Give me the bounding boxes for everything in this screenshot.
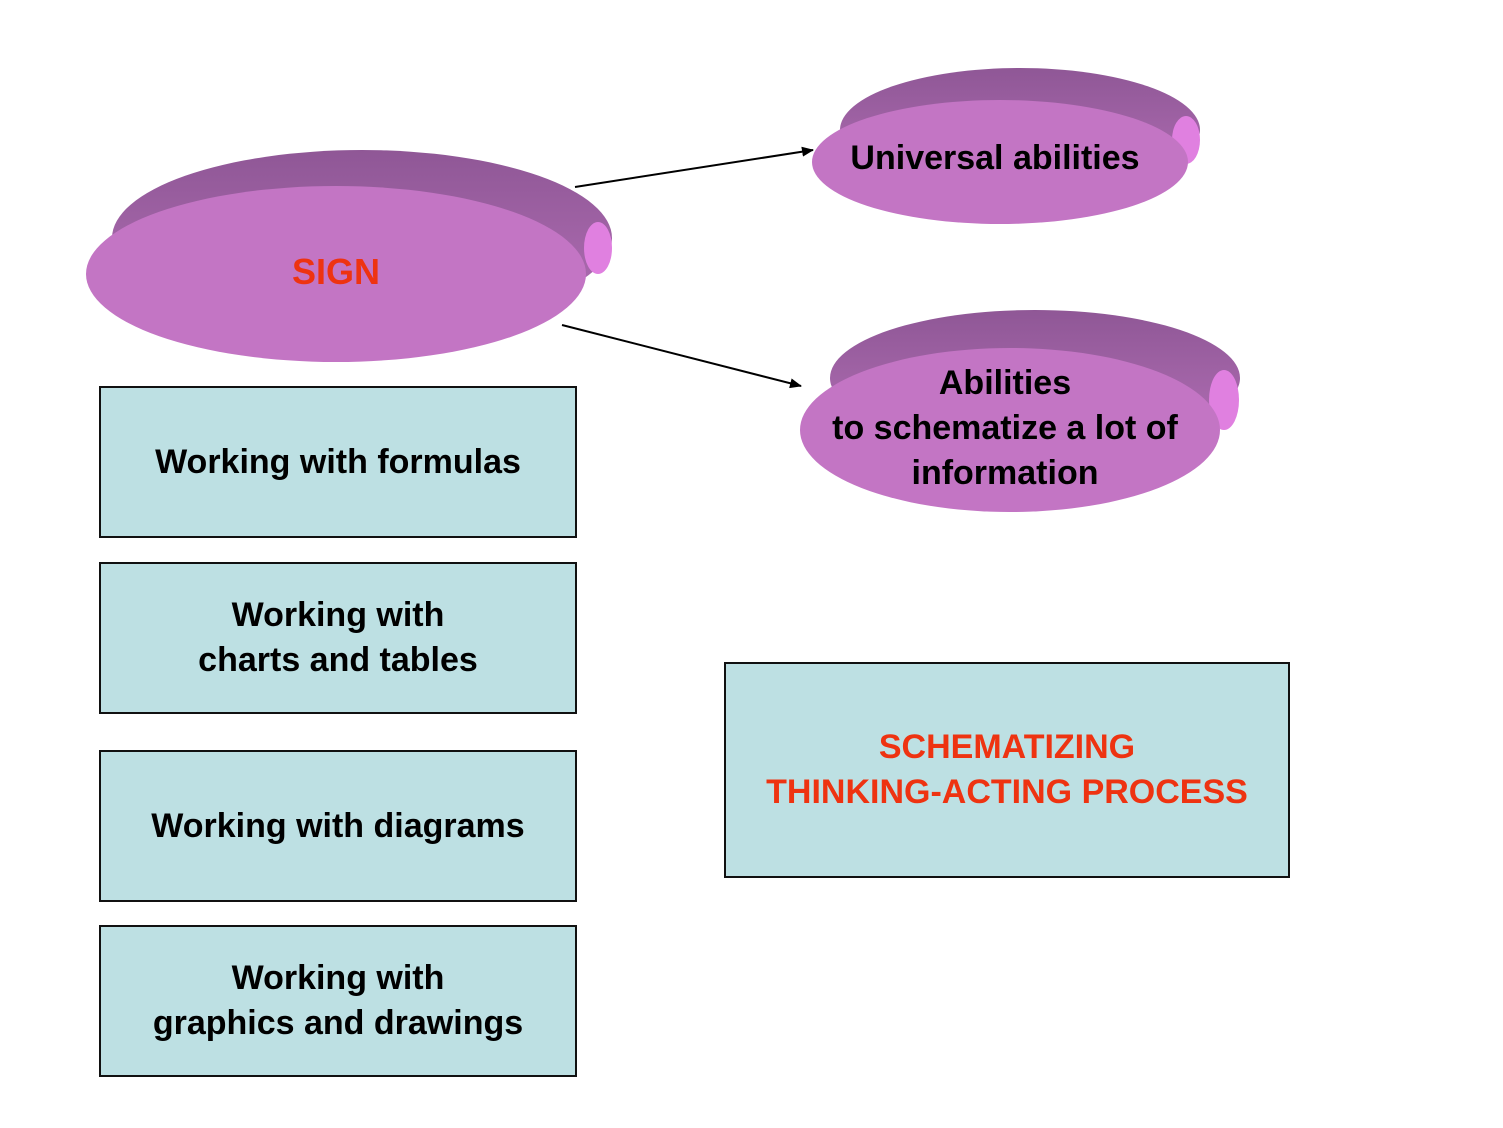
charts-line-1: Working with — [231, 596, 445, 634]
schematize-line-1: Abilities — [938, 363, 1072, 402]
sign-label-text: SIGN — [291, 250, 380, 292]
box-working-with-charts-tables: Working with charts and tables — [99, 562, 577, 714]
arrow-sign-to-schematize — [561, 324, 802, 389]
process-line-2: THINKING-ACTING PROCESS — [766, 773, 1248, 811]
box-working-with-graphics-drawings: Working with graphics and drawings — [99, 925, 577, 1077]
schematize-abilities-label: Abilities to schematize a lot of informa… — [800, 358, 1210, 498]
universal-abilities-text: Universal abilities — [850, 138, 1140, 177]
universal-ellipse-shape — [812, 68, 1200, 224]
box-working-with-diagrams: Working with diagrams — [99, 750, 577, 902]
graphics-line-2: graphics and drawings — [152, 1004, 524, 1042]
sign-label: SIGN — [86, 240, 586, 302]
schematize-line-3: information — [911, 453, 1099, 492]
formulas-line-1: Working with formulas — [155, 442, 521, 481]
box-working-with-formulas: Working with formulas — [99, 386, 577, 538]
arrow-sign-to-universal — [574, 146, 814, 188]
schematize-ellipse-shape — [800, 310, 1240, 512]
charts-line-2: charts and tables — [198, 641, 478, 679]
process-line-1: SCHEMATIZING — [878, 728, 1136, 766]
diagrams-line-1: Working with diagrams — [151, 806, 525, 845]
graphics-line-1: Working with — [231, 959, 445, 997]
universal-abilities-label: Universal abilities — [812, 132, 1178, 184]
schematize-line-2: to schematize a lot of — [832, 408, 1178, 447]
box-schematizing-process: SCHEMATIZING THINKING-ACTING PROCESS — [724, 662, 1290, 878]
sign-ellipse-shape — [86, 150, 612, 362]
